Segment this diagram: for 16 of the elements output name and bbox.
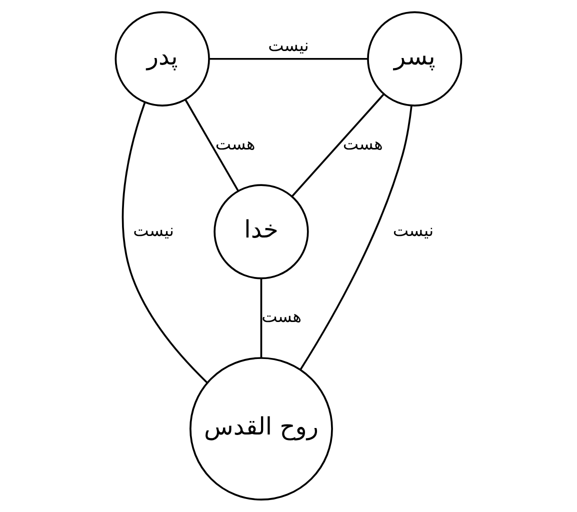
node-circle: پدر	[114, 11, 210, 106]
edge-label: نیست	[268, 36, 309, 55]
node-circle: روح القدس	[190, 357, 333, 501]
connector	[209, 58, 368, 60]
edge-label: هست	[262, 307, 302, 326]
edge-label: نیست	[133, 220, 174, 240]
connector	[300, 106, 412, 370]
connector	[260, 278, 262, 358]
edge-label: نیست	[392, 220, 434, 240]
edge-label: هست	[215, 134, 256, 154]
connector	[291, 94, 384, 198]
node-circle: خدا	[214, 184, 309, 280]
edge-label: هست	[342, 134, 383, 154]
node-circle: پسر	[367, 11, 462, 106]
connector	[184, 99, 239, 192]
connector	[122, 102, 208, 384]
